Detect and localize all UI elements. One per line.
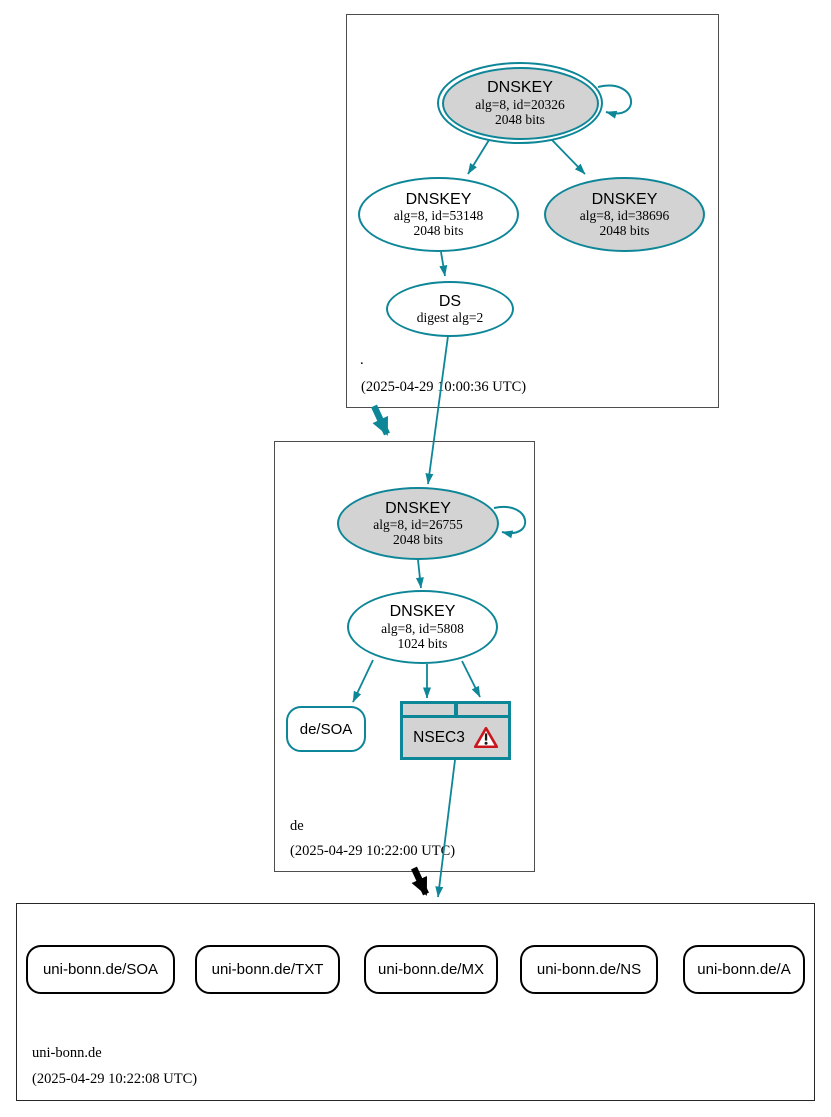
zone-timestamp-uni-bonn-de: (2025-04-29 10:22:08 UTC) xyxy=(32,1071,198,1087)
zone-box-uni-bonn-de xyxy=(16,903,815,1101)
node-type-label: DNSKEY xyxy=(385,499,451,517)
nsec3-label: NSEC3 xyxy=(413,728,465,746)
node-dnskey-53148[interactable]: DNSKEY alg=8, id=53148 2048 bits xyxy=(358,177,519,252)
node-rrset-uni-bonn-de-soa[interactable]: uni-bonn.de/SOA xyxy=(26,945,175,994)
node-type-label: DNSKEY xyxy=(591,190,658,208)
node-bits-label: 2048 bits xyxy=(413,223,464,239)
node-algid-label: alg=8, id=5808 xyxy=(381,620,464,636)
zone-box-root xyxy=(346,14,719,408)
zone-box-de xyxy=(274,441,535,872)
node-rrset-de-soa[interactable]: de/SOA xyxy=(286,706,366,752)
node-bits-label: 2048 bits xyxy=(599,223,650,239)
node-dnskey-38696[interactable]: DNSKEY alg=8, id=38696 2048 bits xyxy=(544,177,705,252)
zone-label-de: de xyxy=(290,818,304,834)
zone-timestamp-root: (2025-04-29 10:00:36 UTC) xyxy=(361,379,527,395)
node-bits-label: 2048 bits xyxy=(495,111,545,127)
rrset-label: uni-bonn.de/TXT xyxy=(211,961,324,978)
node-rrset-uni-bonn-de-a[interactable]: uni-bonn.de/A xyxy=(683,945,805,994)
node-type-label: DNSKEY xyxy=(487,79,553,97)
node-algid-label: alg=8, id=26755 xyxy=(373,517,463,533)
node-dnskey-20326[interactable]: DNSKEY alg=8, id=20326 2048 bits xyxy=(437,62,603,144)
node-type-label: DNSKEY xyxy=(389,603,456,621)
node-bits-label: 2048 bits xyxy=(393,532,443,548)
node-algid-label: alg=8, id=20326 xyxy=(475,96,565,112)
nsec3-header-cell-right xyxy=(457,704,508,715)
edge-delegation-root-to-de xyxy=(371,404,390,436)
rrset-label: uni-bonn.de/SOA xyxy=(42,961,159,978)
node-digest-label: digest alg=2 xyxy=(416,310,484,326)
rrset-label: uni-bonn.de/MX xyxy=(378,961,484,978)
rrset-label: uni-bonn.de/NS xyxy=(536,961,642,978)
node-type-label: DS xyxy=(438,292,462,310)
node-dnskey-5808[interactable]: DNSKEY alg=8, id=5808 1024 bits xyxy=(347,590,498,664)
nsec3-body: NSEC3 xyxy=(403,718,508,757)
zone-label-uni-bonn-de: uni-bonn.de xyxy=(32,1045,102,1061)
node-bits-label: 1024 bits xyxy=(397,635,448,651)
node-algid-label: alg=8, id=38696 xyxy=(579,208,670,224)
zone-label-root: . xyxy=(360,352,364,368)
node-rrset-uni-bonn-de-mx[interactable]: uni-bonn.de/MX xyxy=(364,945,498,994)
warning-triangle-icon xyxy=(473,727,498,748)
node-type-label: DNSKEY xyxy=(405,190,472,208)
node-nsec3[interactable]: NSEC3 xyxy=(400,701,511,760)
node-rrset-uni-bonn-de-ns[interactable]: uni-bonn.de/NS xyxy=(520,945,658,994)
rrset-label: uni-bonn.de/A xyxy=(697,961,791,978)
node-algid-label: alg=8, id=53148 xyxy=(393,208,484,224)
node-dnskey-20326-inner: DNSKEY alg=8, id=20326 2048 bits xyxy=(441,66,599,140)
node-dnskey-26755[interactable]: DNSKEY alg=8, id=26755 2048 bits xyxy=(337,487,499,560)
node-ds[interactable]: DS digest alg=2 xyxy=(386,281,514,337)
rrset-label: de/SOA xyxy=(299,720,353,738)
zone-timestamp-de: (2025-04-29 10:22:00 UTC) xyxy=(290,843,456,859)
nsec3-header-row xyxy=(403,704,508,715)
nsec3-header-cell-left xyxy=(403,704,454,715)
node-rrset-uni-bonn-de-txt[interactable]: uni-bonn.de/TXT xyxy=(195,945,340,994)
